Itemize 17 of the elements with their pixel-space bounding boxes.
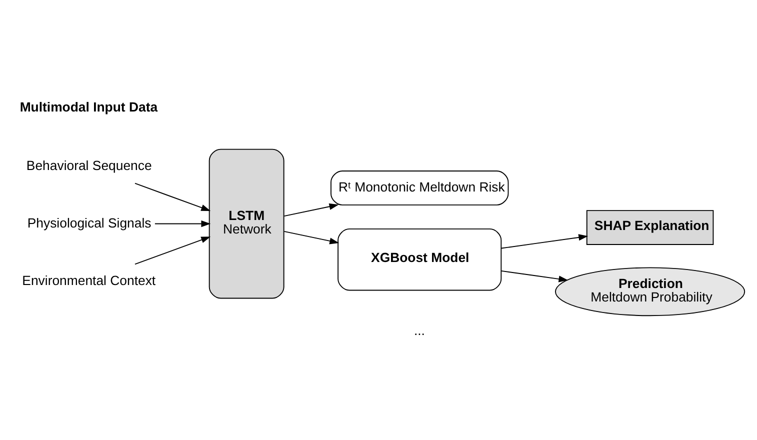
arrow — [284, 230, 340, 244]
node-box: SHAP Explanation — [586, 210, 714, 245]
node-text: Behavioral Sequence — [26, 158, 152, 173]
arrow — [284, 203, 339, 217]
node-text: Physiological Signals — [27, 215, 152, 230]
node-box: XGBoost Model — [338, 228, 502, 291]
node-box: Rᵗ Monotonic Meltdown Risk — [330, 170, 509, 206]
label: Multimodal Input Data — [20, 99, 158, 114]
arrow — [154, 220, 211, 228]
node-ellipse: Prediction Meltdown Probability — [554, 267, 746, 316]
node-box: LSTM Network — [208, 148, 284, 299]
arrow — [134, 182, 211, 211]
arrow — [134, 236, 211, 265]
node-text: Environmental Context — [22, 272, 156, 288]
arrow — [500, 270, 568, 282]
arrow — [500, 234, 588, 249]
label: ... — [414, 322, 425, 338]
